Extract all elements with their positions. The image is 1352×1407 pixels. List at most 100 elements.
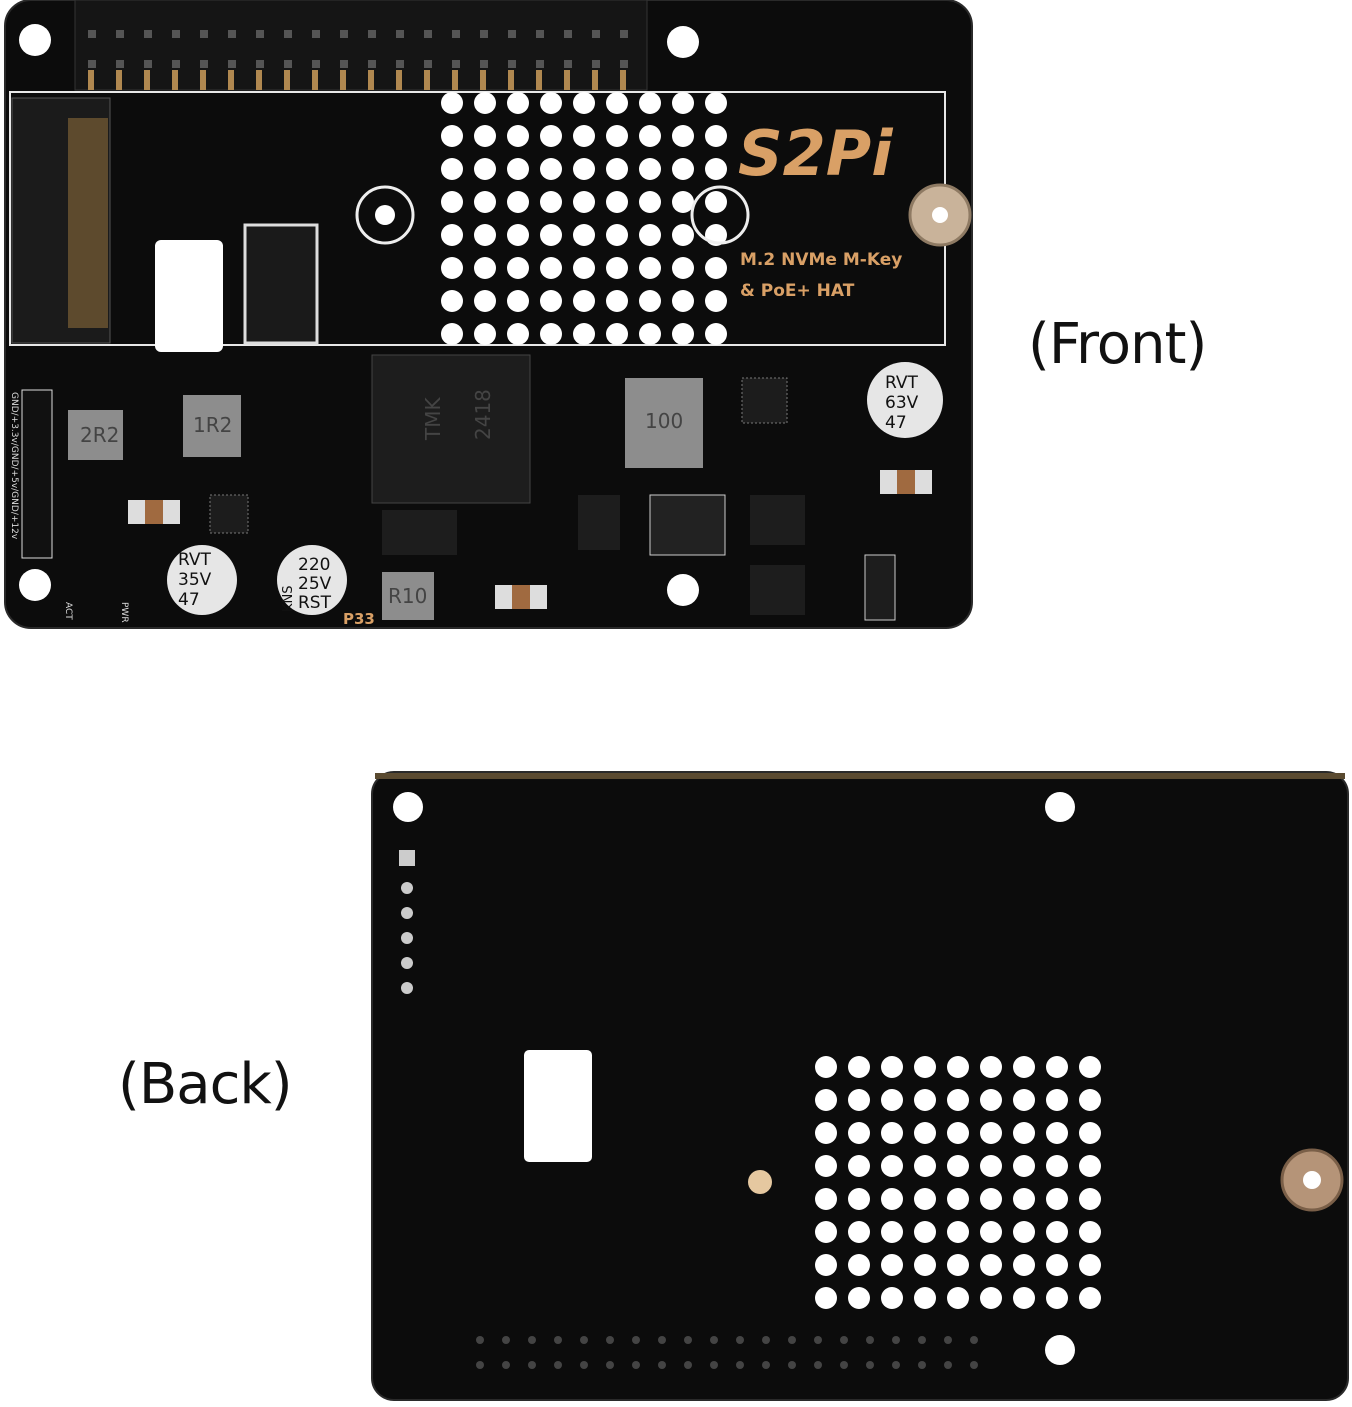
- hole: [441, 125, 463, 147]
- title-line1: M.2 NVMe M-Key: [740, 250, 902, 270]
- hole: [705, 257, 727, 279]
- hole: [672, 92, 694, 114]
- hole: [474, 92, 496, 114]
- hole: [848, 1122, 870, 1144]
- hole: [606, 191, 628, 213]
- hole: [1046, 1188, 1068, 1210]
- pin: [592, 70, 598, 90]
- hole: [401, 982, 413, 994]
- hole: [639, 290, 661, 312]
- pin: [200, 60, 208, 68]
- hole: [848, 1254, 870, 1276]
- hole: [848, 1188, 870, 1210]
- pin: [620, 30, 628, 38]
- pin: [424, 30, 432, 38]
- hole: [815, 1155, 837, 1177]
- hole: [441, 158, 463, 180]
- hole: [672, 125, 694, 147]
- hole: [944, 1361, 952, 1369]
- front-board: S2Pi M.2 NVMe M-Key & PoE+ HAT TMK 2418 …: [4, 0, 973, 629]
- hole: [507, 92, 529, 114]
- hole: [914, 1221, 936, 1243]
- hole: [1013, 1122, 1035, 1144]
- pin: [228, 30, 236, 38]
- hole: [970, 1336, 978, 1344]
- pin: [116, 30, 124, 38]
- hole: [639, 191, 661, 213]
- hole: [947, 1221, 969, 1243]
- cap1-line2: 35V: [178, 570, 212, 590]
- pin: [536, 70, 542, 90]
- standoff: [908, 183, 972, 247]
- hole: [1079, 1287, 1101, 1309]
- hole: [736, 1336, 744, 1344]
- hole: [848, 1221, 870, 1243]
- pin: [508, 30, 516, 38]
- pin: [200, 70, 206, 90]
- hole: [710, 1361, 718, 1369]
- hole: [540, 323, 562, 345]
- hole: [684, 1336, 692, 1344]
- hole: [918, 1336, 926, 1344]
- hole: [914, 1089, 936, 1111]
- transformer-code: 2418: [471, 389, 495, 440]
- hole: [672, 290, 694, 312]
- hole: [980, 1188, 1002, 1210]
- hole: [944, 1336, 952, 1344]
- hole: [1046, 1056, 1068, 1078]
- hole: [815, 1056, 837, 1078]
- back-label: (Back): [118, 1052, 293, 1117]
- pin: [172, 30, 180, 38]
- hole: [672, 191, 694, 213]
- hole: [1079, 1254, 1101, 1276]
- hole: [705, 158, 727, 180]
- hole: [1046, 1155, 1068, 1177]
- hole: [639, 125, 661, 147]
- vent-holes: [441, 92, 727, 345]
- pin: [424, 60, 432, 68]
- hole: [507, 224, 529, 246]
- hole: [441, 191, 463, 213]
- hole: [474, 125, 496, 147]
- pin-header-label: GND/+3.3v/GND/+5v/GND/+12v: [9, 392, 19, 540]
- hole: [1046, 1287, 1068, 1309]
- pin: [200, 30, 208, 38]
- hole: [788, 1361, 796, 1369]
- hole: [980, 1221, 1002, 1243]
- pin: [592, 60, 600, 68]
- hole: [474, 191, 496, 213]
- hole: [947, 1155, 969, 1177]
- hole: [507, 290, 529, 312]
- hole: [947, 1056, 969, 1078]
- hole: [947, 1287, 969, 1309]
- hole: [788, 1336, 796, 1344]
- hole: [881, 1254, 903, 1276]
- hole: [573, 92, 595, 114]
- hole: [705, 290, 727, 312]
- pin: [368, 30, 376, 38]
- hole: [705, 323, 727, 345]
- hole: [1079, 1188, 1101, 1210]
- pin: [340, 60, 348, 68]
- hole: [1013, 1221, 1035, 1243]
- hole: [980, 1155, 1002, 1177]
- pin: [116, 70, 122, 90]
- hole: [573, 257, 595, 279]
- hole: [1079, 1122, 1101, 1144]
- hole: [606, 92, 628, 114]
- pin: [116, 60, 124, 68]
- hole: [540, 158, 562, 180]
- hole: [947, 1254, 969, 1276]
- header-pads: [401, 882, 413, 994]
- hole: [507, 125, 529, 147]
- led-label-act: ACT: [63, 602, 73, 620]
- pin: [228, 60, 236, 68]
- hole: [736, 1361, 744, 1369]
- hole: [441, 257, 463, 279]
- pin: [480, 30, 488, 38]
- hole: [914, 1155, 936, 1177]
- hole: [881, 1188, 903, 1210]
- pin: [536, 30, 544, 38]
- hole: [881, 1056, 903, 1078]
